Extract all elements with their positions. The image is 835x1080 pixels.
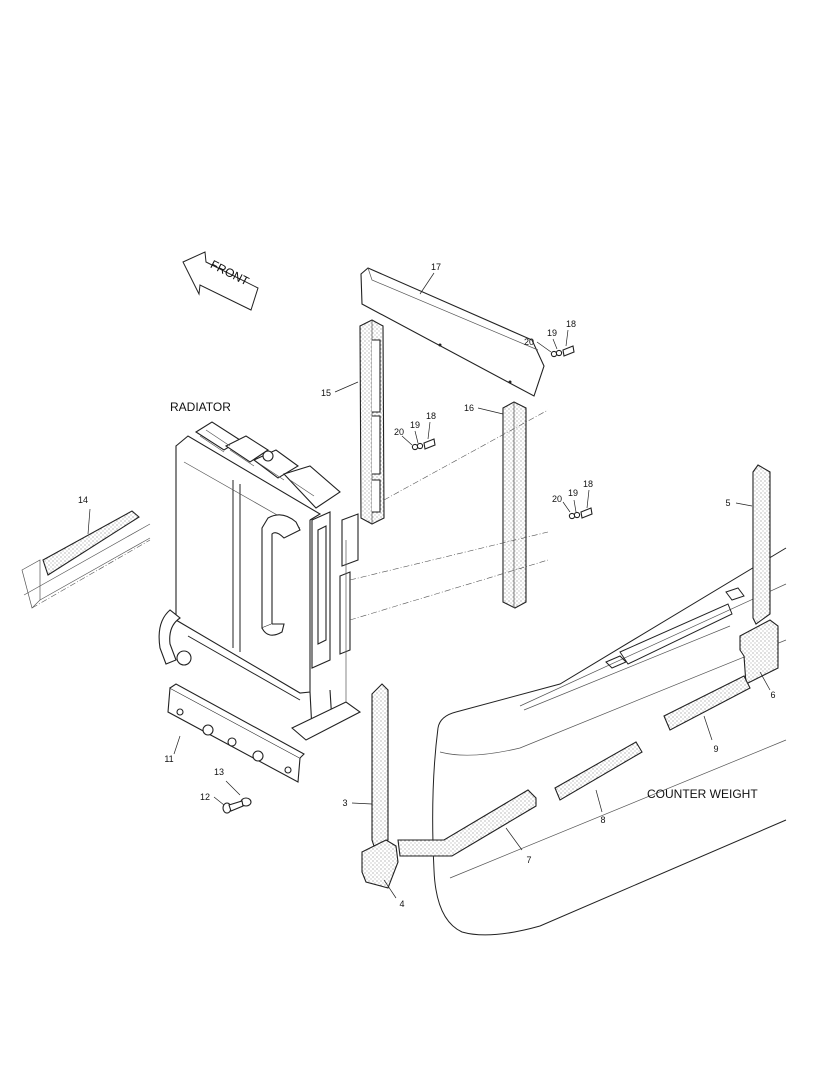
counter-weight-label: COUNTER WEIGHT (647, 787, 758, 801)
part-16-seal: 16 (349, 401, 549, 621)
part-5-seal: 5 (725, 464, 771, 625)
callout-c20: 20 (552, 494, 562, 504)
radiator-assembly (158, 421, 362, 741)
callout-b19: 19 (410, 420, 420, 430)
radiator-label: RADIATOR (170, 400, 231, 414)
bolt-washer-12-13: 13 12 (200, 767, 252, 814)
callout-17: 17 (431, 262, 441, 272)
callout-11: 11 (164, 754, 173, 764)
front-label: FRONT (208, 257, 252, 289)
part-6-seal: 6 (739, 619, 779, 700)
callout-a18: 18 (566, 319, 576, 329)
part-7-seal: 7 (397, 789, 537, 865)
part-14-seal: 14 (21, 495, 151, 609)
counter-weight-body (432, 547, 787, 936)
callout-13: 13 (214, 767, 224, 777)
hardware-set-a: 18 19 20 (524, 319, 576, 358)
part-17-cover: 17 (360, 262, 545, 397)
callout-15: 15 (321, 388, 331, 398)
callout-8: 8 (600, 815, 605, 825)
callout-c19: 19 (568, 488, 578, 498)
callout-16: 16 (464, 403, 474, 413)
callout-b20: 20 (394, 427, 404, 437)
callout-12: 12 (200, 792, 210, 802)
part-15-seal: 15 (321, 319, 385, 525)
front-arrow-icon: FRONT (182, 251, 259, 311)
part-11-plate: 11 (164, 683, 305, 783)
callout-6: 6 (770, 690, 775, 700)
callout-c18: 18 (583, 479, 593, 489)
callout-4: 4 (399, 899, 404, 909)
part-8-seal: 8 (554, 741, 643, 825)
part-4-seal: 4 (361, 839, 405, 909)
callout-9: 9 (713, 744, 718, 754)
hardware-set-c: 18 19 20 (552, 479, 593, 520)
hardware-set-b: 18 19 20 (394, 411, 436, 451)
callout-3: 3 (342, 798, 347, 808)
callout-a19: 19 (547, 328, 557, 338)
callout-b18: 18 (426, 411, 436, 421)
callout-14: 14 (78, 495, 88, 505)
callout-5: 5 (725, 498, 730, 508)
callout-a20: 20 (524, 337, 534, 347)
part-3-seal: 3 (342, 683, 389, 847)
callout-7: 7 (526, 855, 531, 865)
part-9-seal: 9 (663, 675, 751, 754)
